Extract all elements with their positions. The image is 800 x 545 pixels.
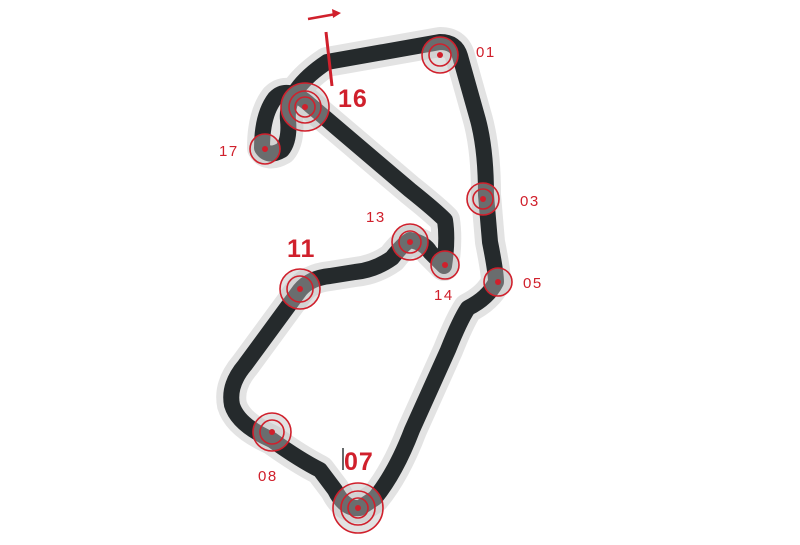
corner-14: 14: [430, 250, 460, 304]
corner-05: 05: [483, 267, 543, 297]
corner-label: 11: [287, 235, 315, 263]
corner-16: 16: [280, 82, 368, 132]
track: [223, 34, 504, 517]
start-finish-marker: [307, 9, 341, 87]
corner-11: 11: [279, 235, 321, 310]
corner-13: 13: [366, 209, 429, 261]
corner-label: 16: [338, 85, 368, 113]
corner-01: 01: [421, 36, 496, 74]
corner-07: 07: [332, 448, 384, 534]
corner-08: 08: [252, 412, 292, 485]
corner-17: 17: [219, 133, 281, 165]
arrow-right-icon: [307, 9, 341, 21]
corner-03: 03: [466, 182, 540, 216]
corner-label: 17: [219, 143, 239, 160]
corner-label: 08: [258, 468, 278, 485]
corner-label: 14: [434, 287, 454, 304]
corner-label: 07: [344, 448, 374, 476]
corner-label: 01: [476, 44, 496, 61]
corner-label: 13: [366, 209, 386, 226]
corner-label: 05: [523, 275, 543, 292]
corner-label: 03: [520, 193, 540, 210]
start-finish-line: [324, 31, 334, 87]
